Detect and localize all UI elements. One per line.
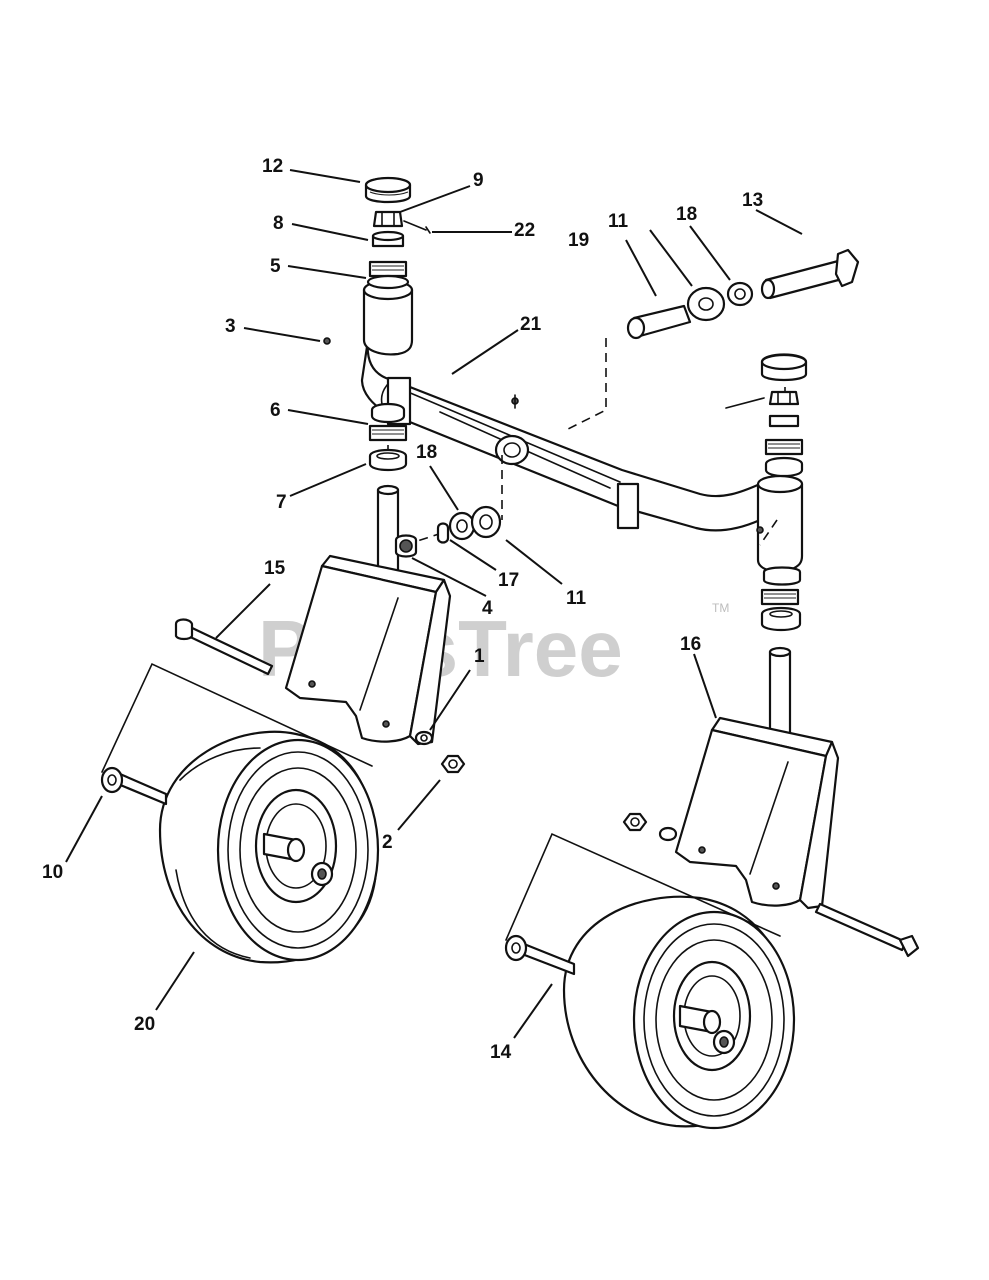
callout-14: 14 — [490, 1042, 512, 1063]
callout-17: 17 — [498, 570, 519, 591]
right-caster-fork — [622, 646, 920, 958]
callout-15: 15 — [264, 558, 286, 579]
left-spindle-stack — [364, 176, 431, 472]
callout-6: 6 — [270, 400, 281, 421]
washer-11-upper — [686, 286, 726, 322]
callout-21: 21 — [520, 314, 542, 335]
callout-11-lower: 11 — [566, 588, 587, 609]
callout-2: 2 — [382, 832, 393, 853]
callout-20: 20 — [134, 1014, 155, 1035]
callout-16: 16 — [680, 634, 701, 655]
washer-18-lower — [448, 511, 476, 541]
callout-19: 19 — [568, 230, 589, 251]
leader-lines — [65, 169, 803, 1039]
callout-numbers: 12 9 8 22 5 3 21 6 7 18 11 17 4 19 11 18… — [42, 156, 763, 1063]
callout-11-upper: 11 — [608, 211, 629, 232]
bearing-5 — [368, 260, 408, 278]
washer-1 — [414, 730, 434, 746]
grease-fitting-3 — [323, 337, 331, 345]
right-wheel — [504, 832, 796, 1130]
washer-18-upper — [726, 281, 754, 307]
callout-22: 22 — [514, 220, 535, 241]
bolt-12 — [764, 258, 848, 300]
castle-nut-9 — [372, 210, 404, 228]
callout-5: 5 — [270, 256, 281, 277]
nut-2 — [440, 754, 466, 774]
callout-13: 12 — [262, 156, 283, 177]
callout-9: 9 — [473, 170, 484, 191]
callout-7: 7 — [276, 492, 287, 513]
bearing-6 — [368, 424, 408, 442]
callout-18-lower: 18 — [416, 442, 437, 463]
callout-1: 1 — [474, 646, 485, 667]
axle-stop-right — [616, 482, 640, 530]
right-spindle-stack — [725, 353, 808, 632]
washer-11-lower — [470, 505, 502, 539]
left-wheel — [100, 662, 380, 964]
callout-4: 4 — [482, 598, 493, 619]
callout-3: 3 — [225, 316, 236, 337]
callout-10: 10 — [42, 862, 63, 883]
callout-18-upper: 18 — [676, 204, 697, 225]
seal-6 — [370, 402, 406, 424]
right-spindle-tube — [756, 482, 804, 573]
watermark-trademark: TM — [712, 601, 729, 615]
washer-17 — [436, 522, 450, 544]
spacer-10 — [116, 772, 168, 806]
left-spindle-tube — [362, 288, 414, 356]
left-caster-fork — [174, 484, 502, 774]
callout-8: 8 — [273, 213, 284, 234]
pivot-hardware — [626, 248, 860, 340]
callout-12: 13 — [742, 190, 763, 211]
axle-pivot-boss — [494, 434, 530, 466]
